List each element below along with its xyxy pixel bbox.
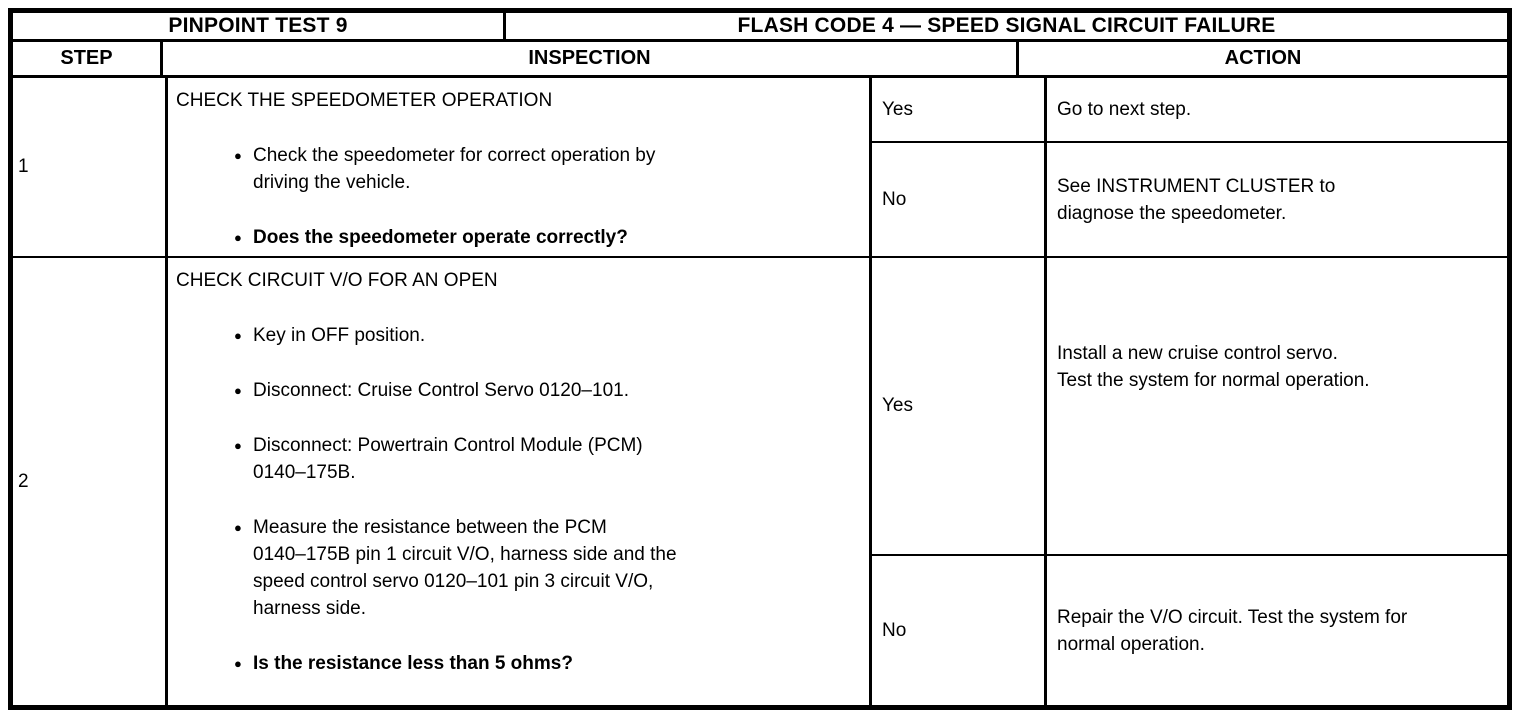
answer-cell: No bbox=[872, 556, 1047, 705]
action-cell: Repair the V/O circuit. Test the system … bbox=[1057, 606, 1408, 655]
result-row-yes: Yes Install a new cruise control servo. … bbox=[872, 258, 1507, 556]
action-cell: Install a new cruise control servo. Test… bbox=[1057, 343, 1370, 391]
bullet-text: Does the speedometer operate correctly? bbox=[253, 227, 628, 248]
action-cell: See INSTRUMENT CLUSTER to diagnose the s… bbox=[1057, 175, 1336, 224]
bullet-icon: ● bbox=[234, 520, 242, 535]
results-section: Yes Go to next step. No See INSTRUMENT C… bbox=[872, 78, 1507, 256]
column-header-step: STEP bbox=[13, 41, 163, 75]
bullet-icon: ● bbox=[234, 230, 242, 245]
inspection-bullet: ● Disconnect: Powertrain Control Module … bbox=[176, 432, 861, 486]
step-number-cell: 1 bbox=[13, 78, 168, 256]
table-row-step-1: 1 CHECK THE SPEEDOMETER OPERATION ● Chec… bbox=[13, 78, 1507, 258]
bullet-text: Measure the resistance between the PCM 0… bbox=[253, 517, 677, 619]
step-number-cell: 2 bbox=[13, 258, 168, 705]
step-number: 1 bbox=[18, 156, 29, 177]
inspection-title: CHECK THE SPEEDOMETER OPERATION bbox=[176, 90, 553, 111]
inspection-bullet: ● Key in OFF position. bbox=[176, 322, 861, 349]
bullet-text: Key in OFF position. bbox=[253, 325, 426, 346]
bullet-icon: ● bbox=[234, 656, 242, 671]
result-row-yes: Yes Go to next step. bbox=[872, 78, 1507, 143]
bullet-icon: ● bbox=[234, 148, 242, 163]
result-row-no: No See INSTRUMENT CLUSTER to diagnose th… bbox=[872, 143, 1507, 256]
result-row-no: No Repair the V/O circuit. Test the syst… bbox=[872, 556, 1507, 705]
pinpoint-test-title: PINPOINT TEST 9 bbox=[13, 13, 506, 39]
table-row-step-2: 2 CHECK CIRCUIT V/O FOR AN OPEN ● Key in… bbox=[13, 258, 1507, 705]
bullet-text: Disconnect: Powertrain Control Module (P… bbox=[253, 435, 643, 483]
flash-code-title: FLASH CODE 4 — SPEED SIGNAL CIRCUIT FAIL… bbox=[737, 13, 1276, 37]
inspection-bullet: ● Disconnect: Cruise Control Servo 0120–… bbox=[176, 377, 861, 404]
bullet-icon: ● bbox=[234, 438, 242, 453]
bullet-icon: ● bbox=[234, 328, 242, 343]
bullet-text: Is the resistance less than 5 ohms? bbox=[253, 653, 573, 674]
answer-cell: Yes bbox=[872, 78, 1047, 141]
inspection-question-bullet: ● Does the speedometer operate correctly… bbox=[176, 224, 861, 251]
table-title-row: PINPOINT TEST 9 FLASH CODE 4 — SPEED SIG… bbox=[13, 13, 1507, 42]
inspection-title: CHECK CIRCUIT V/O FOR AN OPEN bbox=[176, 270, 498, 291]
action-cell: Go to next step. bbox=[1057, 99, 1192, 120]
inspection-cell: CHECK CIRCUIT V/O FOR AN OPEN ● Key in O… bbox=[168, 258, 872, 705]
answer-cell: Yes bbox=[872, 258, 1047, 554]
column-header-row: STEP INSPECTION ACTION bbox=[13, 41, 1507, 78]
bullet-icon: ● bbox=[234, 383, 242, 398]
column-header-action: ACTION bbox=[1224, 46, 1302, 69]
inspection-bullet: ● Check the speedometer for correct oper… bbox=[176, 142, 861, 196]
pinpoint-test-table: PINPOINT TEST 9 FLASH CODE 4 — SPEED SIG… bbox=[8, 8, 1512, 710]
step-number: 2 bbox=[18, 470, 29, 492]
bullet-text: Check the speedometer for correct operat… bbox=[253, 145, 656, 193]
inspection-bullet: ● Measure the resistance between the PCM… bbox=[176, 514, 861, 622]
results-section: Yes Install a new cruise control servo. … bbox=[872, 258, 1507, 705]
column-header-inspection: INSPECTION bbox=[163, 41, 1019, 75]
inspection-question-bullet: ● Is the resistance less than 5 ohms? bbox=[176, 650, 861, 677]
bullet-text: Disconnect: Cruise Control Servo 0120–10… bbox=[253, 380, 629, 401]
inspection-cell: CHECK THE SPEEDOMETER OPERATION ● Check … bbox=[168, 78, 872, 256]
answer-cell: No bbox=[872, 143, 1047, 256]
